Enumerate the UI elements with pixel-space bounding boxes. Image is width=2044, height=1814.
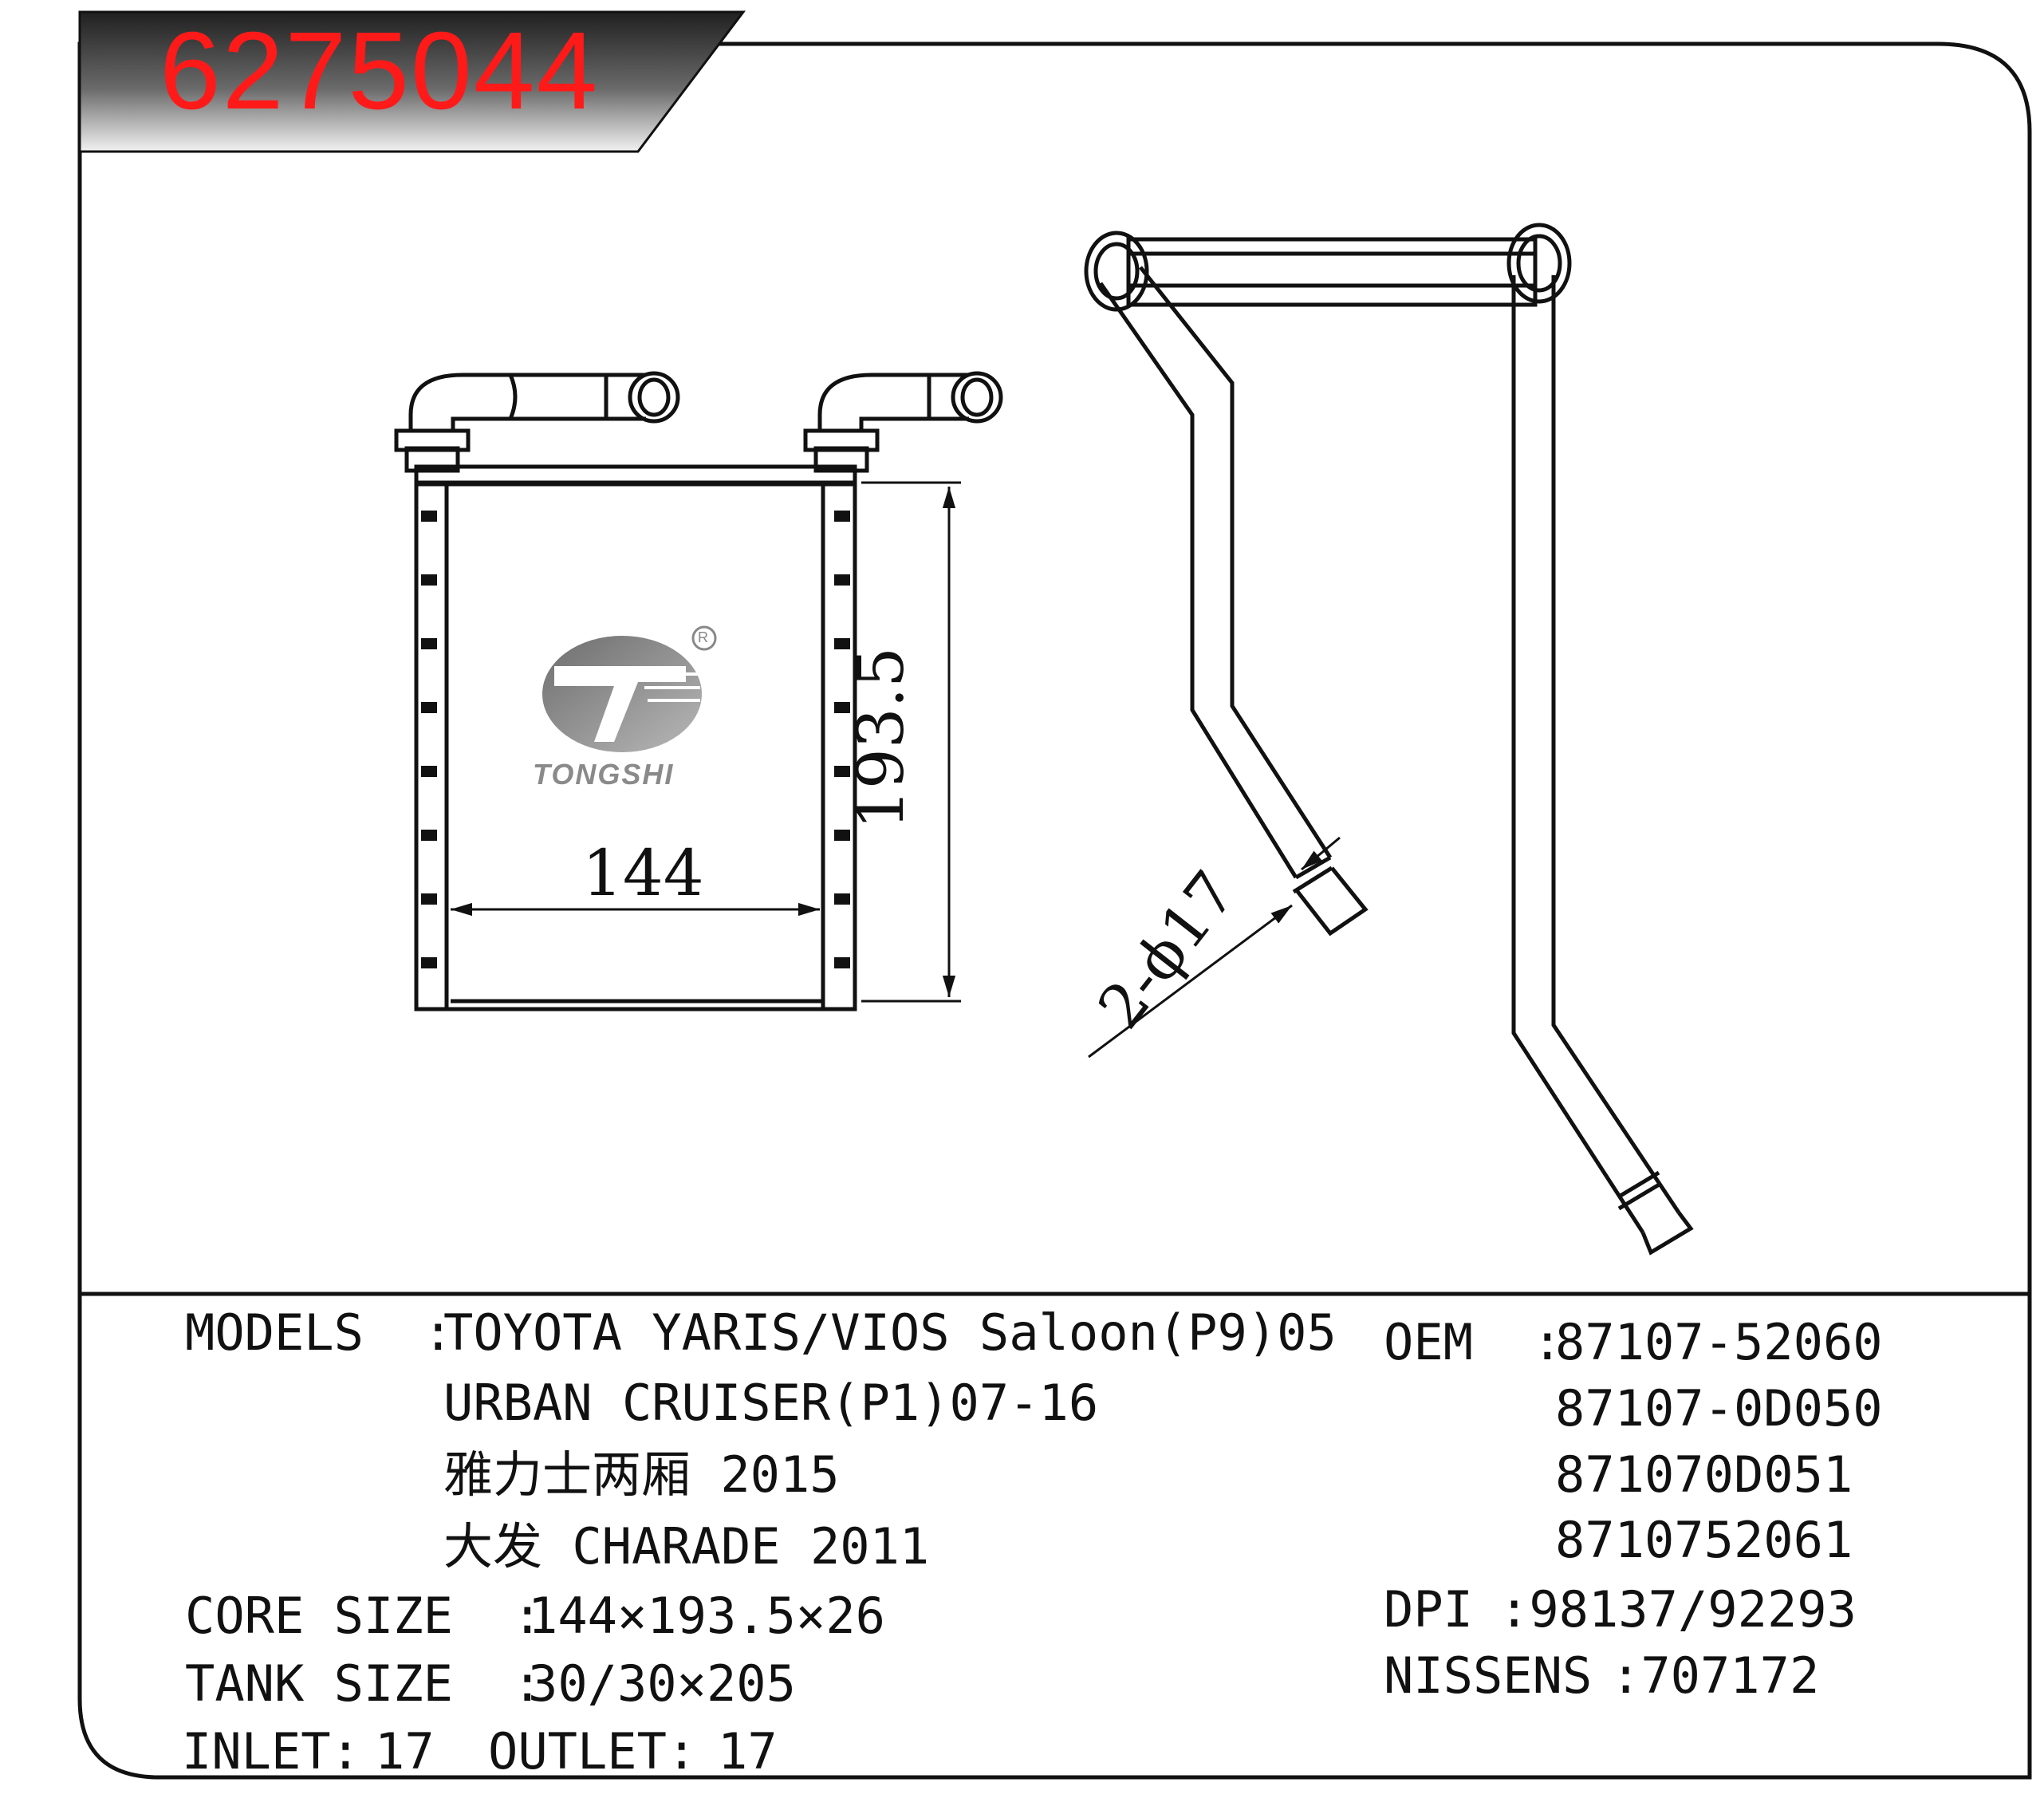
inlet-label: INLET: [182,1722,360,1780]
height-dimension: 193.5 [844,646,918,830]
oem-number-4: 8710752061 [1555,1511,1853,1569]
outlet-value: 17 [718,1722,778,1780]
nissens-label: NISSENS [1384,1646,1593,1705]
nissens-value: :707172 [1611,1646,1820,1705]
model-line-4: 大发 CHARADE 2011 [443,1517,930,1575]
core-size-label: CORE SIZE : [185,1587,542,1645]
oem-label: OEM : [1384,1313,1562,1371]
tongshi-logo [542,625,717,752]
model-line-2: URBAN CRUISER(P1)07-16 [443,1374,1099,1432]
tank-ribs [421,511,850,968]
part-number: 6275044 [160,10,600,132]
oem-number-3: 871070D051 [1555,1445,1853,1504]
dimension-lines [451,481,1341,1059]
tank-size-label: TANK SIZE : [185,1654,542,1713]
model-line-3: 雅力士两厢 2015 [443,1445,840,1504]
oem-number-1: 87107-52060 [1555,1313,1883,1371]
part-number-banner [78,10,746,153]
heater-core-side-view [1084,223,1694,1256]
core-size-value: 144×193.5×26 [528,1587,885,1645]
models-label: MODELS : [185,1303,453,1362]
brand-name: TONGSHI [533,758,675,791]
oem-number-2: 87107-0D050 [1555,1379,1883,1437]
sheet-frame [77,41,2032,1780]
registered-mark: R [698,629,708,645]
dpi-value: :98137/92293 [1499,1580,1857,1639]
width-dimension: 144 [582,836,704,910]
dpi-label: DPI [1384,1580,1473,1639]
model-line-1: TOYOTA YARIS/VIOS Saloon(P9)05 [443,1303,1337,1362]
outlet-label: OUTLET: [488,1722,697,1780]
heater-core-front-view [394,371,1003,1012]
inlet-value: 17 [375,1722,435,1780]
tank-size-value: 30/30×205 [528,1654,796,1713]
